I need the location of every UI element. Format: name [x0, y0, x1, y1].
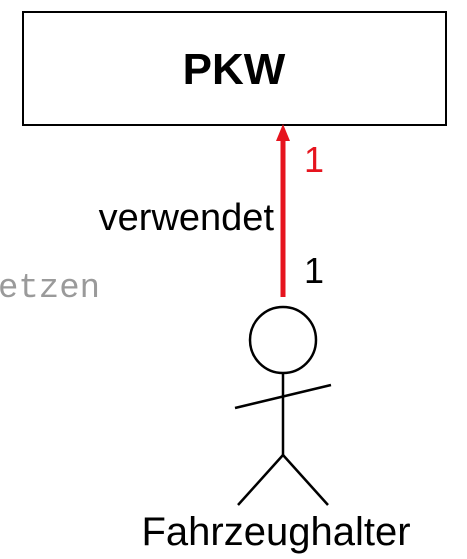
actor-left-leg [237, 454, 284, 506]
actor-head [248, 305, 318, 375]
background-text-fragment: etzen [0, 270, 100, 308]
association-label: verwendet [99, 197, 275, 239]
multiplicity-top: 1 [304, 139, 324, 180]
actor-figure[interactable] [234, 305, 332, 506]
class-box-label: PKW [183, 45, 286, 94]
multiplicity-bottom: 1 [304, 250, 324, 291]
actor-arms [234, 383, 332, 410]
actor-right-leg [282, 454, 329, 506]
actor-label: Fahrzeughalter [141, 510, 410, 554]
class-box[interactable] [22, 11, 447, 126]
association-arrowhead-icon [276, 124, 290, 141]
